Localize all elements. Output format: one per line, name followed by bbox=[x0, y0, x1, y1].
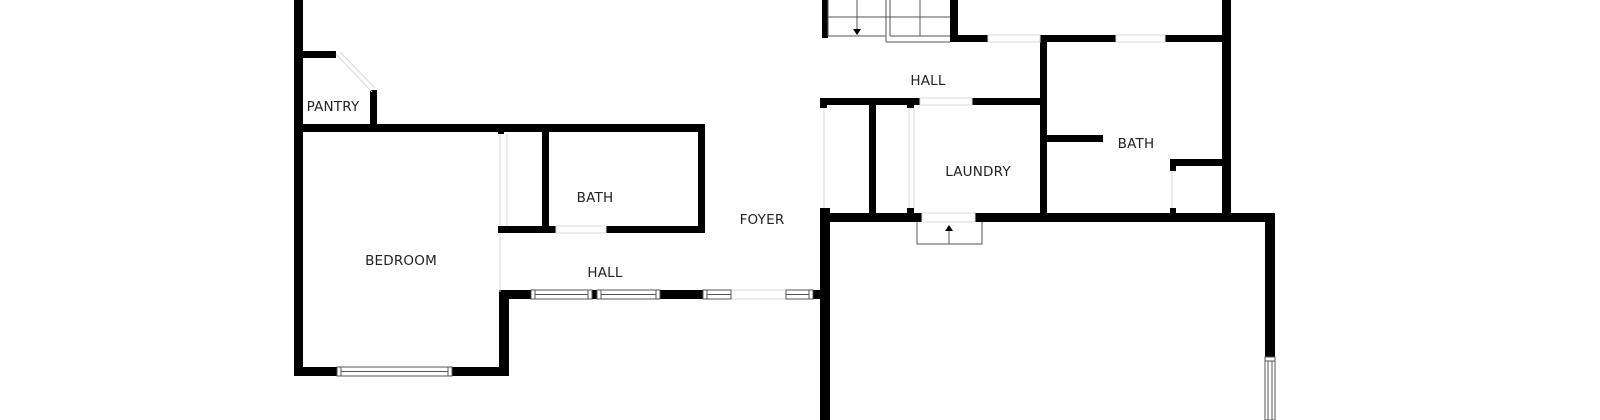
openings bbox=[335, 34, 1173, 300]
room-label-hall-lower: HALL bbox=[587, 265, 623, 281]
room-label-hall-upper: HALL bbox=[910, 73, 946, 89]
room-label-pantry: PANTRY bbox=[306, 99, 360, 115]
room-label-foyer: FOYER bbox=[739, 212, 785, 228]
room-label-laundry: LAUNDRY bbox=[945, 164, 1011, 180]
room-label-bath-right: BATH bbox=[1117, 136, 1155, 152]
windows bbox=[336, 289, 1276, 420]
stair-down-arrow-icon bbox=[853, 29, 861, 35]
room-label-bedroom: BEDROOM bbox=[365, 253, 437, 269]
stairs bbox=[827, 0, 983, 245]
walls bbox=[294, 0, 1275, 420]
step-up-arrow-icon bbox=[945, 225, 953, 231]
room-label-bath-left: BATH bbox=[576, 190, 614, 206]
